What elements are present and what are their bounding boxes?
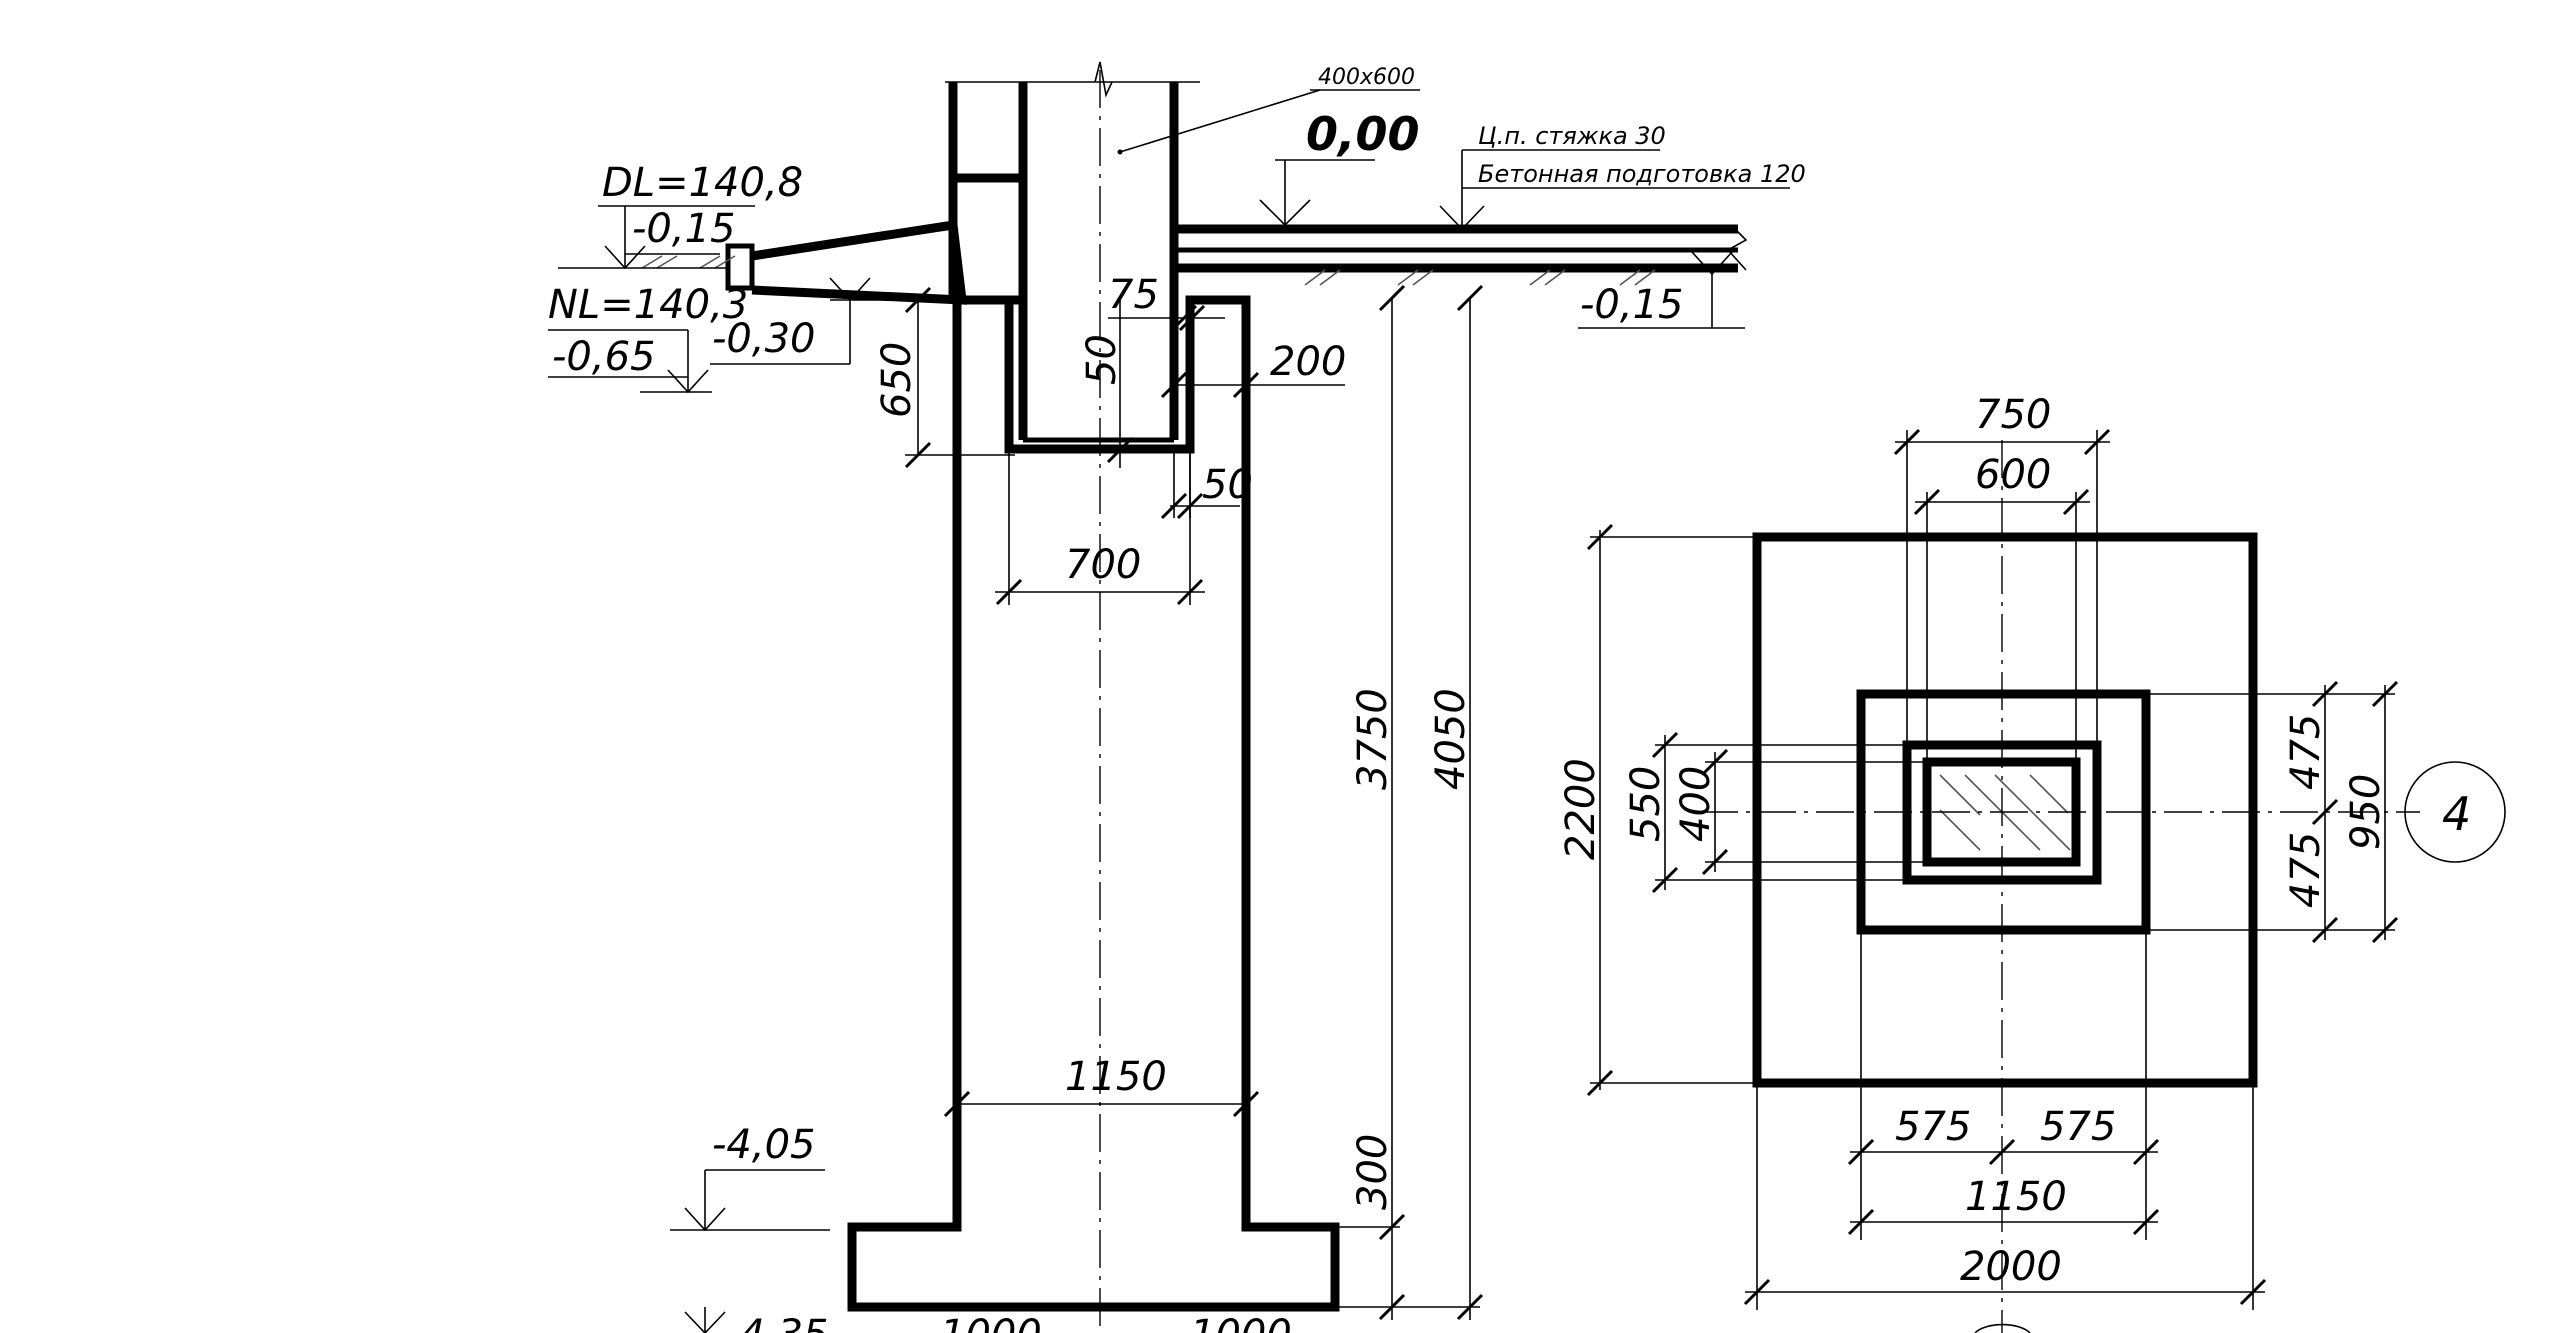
plan-pedestal-outline (1856, 689, 2151, 935)
axis-bubble-label: 4 (2442, 787, 2471, 841)
plan-dim-575-right-label: 575 (2040, 1104, 2116, 1150)
plan-dim-475-bottom-label: 475 (2283, 832, 2329, 908)
axis-bubble (2404, 761, 2506, 863)
dim-4050-label: 4050 (1428, 688, 1474, 790)
dim-650-label: 650 (874, 342, 920, 418)
plan-dim-1150-label: 1150 (1965, 1174, 2067, 1220)
plan-dim-750-label: 750 (1975, 392, 2051, 438)
plan-dim-400-label: 400 (1673, 766, 1719, 842)
plan-footing-outline (1752, 532, 2258, 1088)
level-minus030-label: -0,30 (712, 316, 816, 362)
dim-1150-section-label: 1150 (1065, 1054, 1167, 1100)
level-minus015-left-label: -0,15 (632, 206, 736, 252)
plan-dim-550-label: 550 (1623, 766, 1669, 842)
dim-200-label: 200 (1270, 339, 1346, 385)
pedestal (847, 295, 1340, 1312)
plan-column-hatch (1939, 774, 2071, 851)
level-minus435-label: -4,35 (725, 1312, 829, 1333)
dim-300-label: 300 (1350, 1134, 1396, 1210)
dim-50-label: 50 (1202, 462, 1253, 508)
level-zero-label: 0,00 (1306, 107, 1420, 161)
plan-dim-950-label: 950 (2343, 774, 2389, 850)
foundation-section-view: 400x600 0,00 Ц.п. стяжка 30 Бетонная под… (548, 61, 1806, 1333)
dim-75-label: 75 (1108, 272, 1159, 318)
floor-slab (1176, 224, 1748, 273)
nl-level-label: NL=140,3 (548, 282, 748, 328)
beam (725, 219, 1023, 305)
plan-dim-475-top-label: 475 (2283, 714, 2329, 790)
dl-level-label: DL=140,8 (602, 160, 803, 206)
level-minus065-label: -0,65 (552, 334, 656, 380)
plan-dim-575-left-label: 575 (1895, 1104, 1971, 1150)
ground-hatch (641, 255, 1656, 286)
floor-layer-concrete-label: Бетонная подготовка 120 (1478, 160, 1806, 188)
foundation-plan-view: 750 600 2200 550 400 475 475 950 (1558, 392, 2506, 1333)
dim-1000-left-label: 1000 (940, 1312, 1042, 1333)
plan-dim-2000-label: 2000 (1960, 1244, 2062, 1290)
column (945, 61, 1200, 440)
column-size-label: 400x600 (1318, 65, 1415, 90)
plan-dim-600-label: 600 (1975, 452, 2051, 498)
plan-bottom-axis-bubble (1974, 1323, 2031, 1333)
dim-1000-right-label: 1000 (1190, 1312, 1292, 1333)
level-minus015-right-label: -0,15 (1580, 282, 1684, 328)
dim-50-vertical-label: 50 (1079, 334, 1125, 385)
floor-layer-screed-label: Ц.п. стяжка 30 (1478, 122, 1666, 150)
dim-700-label: 700 (1065, 542, 1141, 588)
level-minus405-label: -4,05 (712, 1122, 816, 1168)
plan-dim-2200-label: 2200 (1558, 758, 1604, 860)
dim-3750-label: 3750 (1350, 688, 1396, 790)
